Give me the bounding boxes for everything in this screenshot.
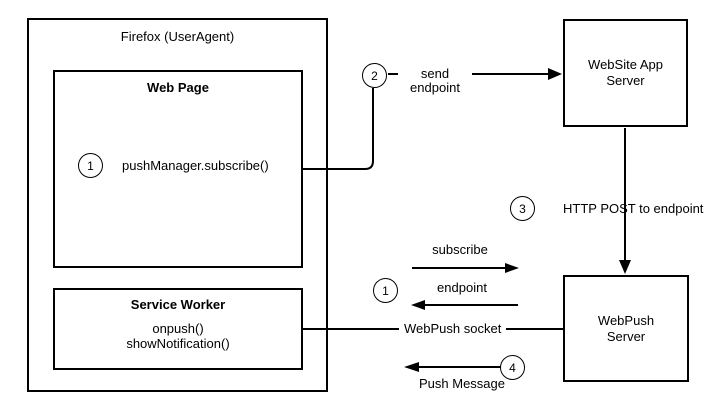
arrow-send-endpoint-head bbox=[548, 68, 562, 80]
web-page-box-title: Web Page bbox=[147, 80, 209, 95]
arrow-subscribe-head bbox=[505, 263, 519, 273]
step-badge-2-send-endpoint: 2 bbox=[362, 63, 387, 88]
label-endpoint: endpoint bbox=[437, 280, 487, 295]
service-worker-box bbox=[53, 288, 303, 370]
arrow-endpoint-head bbox=[411, 300, 425, 310]
firefox-useragent-box bbox=[27, 18, 328, 392]
firefox-box-title: Firefox (UserAgent) bbox=[120, 29, 235, 44]
website-app-server-box: WebSite App Server bbox=[563, 19, 688, 127]
arrow-http-post-head bbox=[619, 260, 631, 274]
step-badge-3-http-post: 3 bbox=[510, 196, 535, 221]
label-http-post-to-endpoint: HTTP POST to endpoint bbox=[563, 201, 704, 216]
service-worker-title: Service Worker bbox=[130, 297, 226, 312]
service-worker-handler-onpush: onpush() bbox=[152, 321, 204, 336]
webpush-server-box: WebPush Server bbox=[563, 275, 689, 382]
service-worker-content: Service Worker onpush() showNotification… bbox=[53, 297, 303, 352]
label-send-endpoint: send endpoint bbox=[410, 66, 460, 95]
label-subscribe: subscribe bbox=[432, 242, 488, 257]
step-badge-1-webpage: 1 bbox=[78, 153, 103, 178]
label-push-message: Push Message bbox=[419, 376, 505, 391]
label-webpush-socket: WebPush socket bbox=[399, 322, 507, 336]
step-badge-1-exchange: 1 bbox=[373, 278, 398, 303]
step-badge-4-push-message: 4 bbox=[500, 355, 525, 380]
arrow-push-message-head bbox=[404, 362, 419, 372]
service-worker-handler-shownotification: showNotification() bbox=[126, 336, 230, 351]
elbow-connector-subscribe-call bbox=[303, 88, 374, 170]
label-pushmanager-subscribe: pushManager.subscribe() bbox=[122, 158, 269, 173]
